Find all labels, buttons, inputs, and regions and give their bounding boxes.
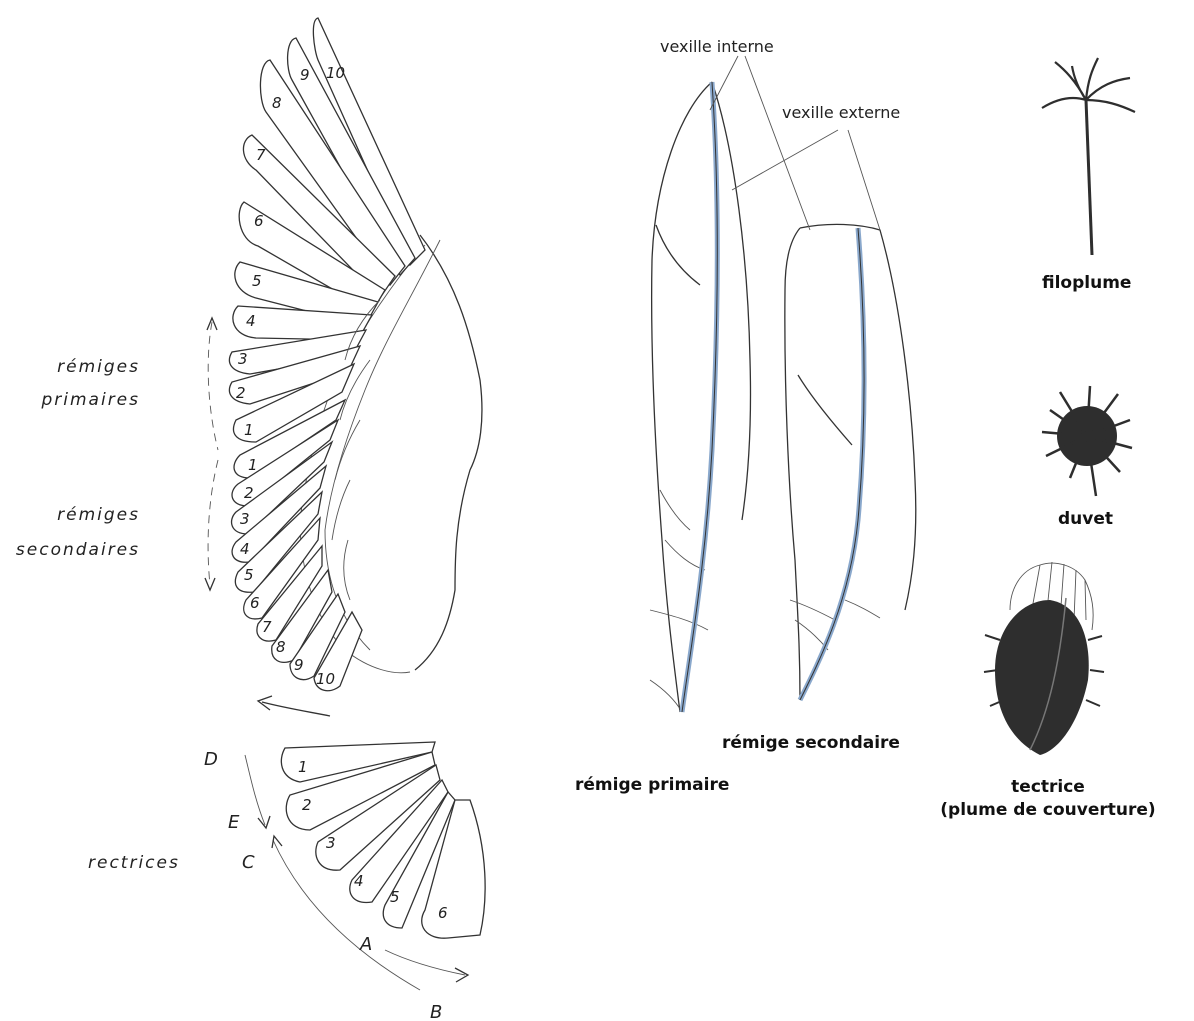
secondary-number-7: 7 — [262, 618, 272, 636]
primaries-label-line2: primaires — [40, 390, 140, 410]
tail-letter-c: C — [242, 852, 255, 873]
tail-number-2: 2 — [302, 796, 312, 814]
covert-drawing — [984, 562, 1104, 755]
tail-number-1: 1 — [298, 758, 308, 776]
filoplume-label: filoplume — [1042, 273, 1131, 293]
secondaries-label-line2: secondaires — [16, 540, 140, 560]
primary-number-2: 2 — [236, 384, 246, 402]
primary-number-10: 10 — [326, 64, 345, 82]
tail-number-6: 6 — [438, 904, 448, 922]
secondaries-label-line1: rémiges — [57, 505, 140, 525]
primary-remex-drawing — [650, 82, 751, 712]
tail-label: rectrices — [88, 853, 180, 873]
secondary-number-2: 2 — [244, 484, 254, 502]
down-drawing — [1042, 386, 1132, 496]
covert-label-line2: (plume de couverture) — [940, 800, 1155, 820]
primary-remex-label: rémige primaire — [575, 775, 729, 795]
primary-number-4: 4 — [246, 312, 256, 330]
secondary-number-5: 5 — [244, 566, 254, 584]
secondary-number-4: 4 — [240, 540, 250, 558]
primary-number-1: 1 — [244, 421, 254, 439]
primary-number-3: 3 — [238, 350, 248, 368]
secondary-number-9: 9 — [294, 656, 304, 674]
inner-vane-label: vexille interne — [660, 37, 774, 56]
secondary-number-6: 6 — [250, 594, 260, 612]
primary-number-7: 7 — [256, 146, 266, 164]
primary-number-9: 9 — [300, 66, 310, 84]
down-label: duvet — [1058, 509, 1113, 529]
secondary-number-10: 10 — [316, 670, 335, 688]
outer-vane-label: vexille externe — [782, 103, 900, 122]
secondary-number-3: 3 — [240, 510, 250, 528]
vane-leader-lines — [710, 56, 880, 230]
secondary-remex-label: rémige secondaire — [722, 733, 900, 753]
primaries-label-line1: rémiges — [57, 357, 140, 377]
tail-letter-a: A — [359, 934, 372, 955]
tail-letter-e: E — [228, 812, 240, 833]
tail-letter-b: B — [430, 1002, 442, 1021]
primary-number-5: 5 — [252, 272, 262, 290]
secondary-number-1: 1 — [248, 456, 258, 474]
secondary-remex-drawing — [785, 224, 916, 700]
filoplume-drawing — [1042, 58, 1135, 255]
primary-number-8: 8 — [272, 94, 282, 112]
tail-number-4: 4 — [354, 872, 364, 890]
covert-label-line1: tectrice — [1011, 777, 1085, 797]
secondary-number-8: 8 — [276, 638, 286, 656]
tail-letter-d: D — [204, 749, 218, 770]
tail-number-3: 3 — [326, 834, 336, 852]
tail-number-5: 5 — [390, 888, 400, 906]
primary-number-6: 6 — [254, 212, 264, 230]
